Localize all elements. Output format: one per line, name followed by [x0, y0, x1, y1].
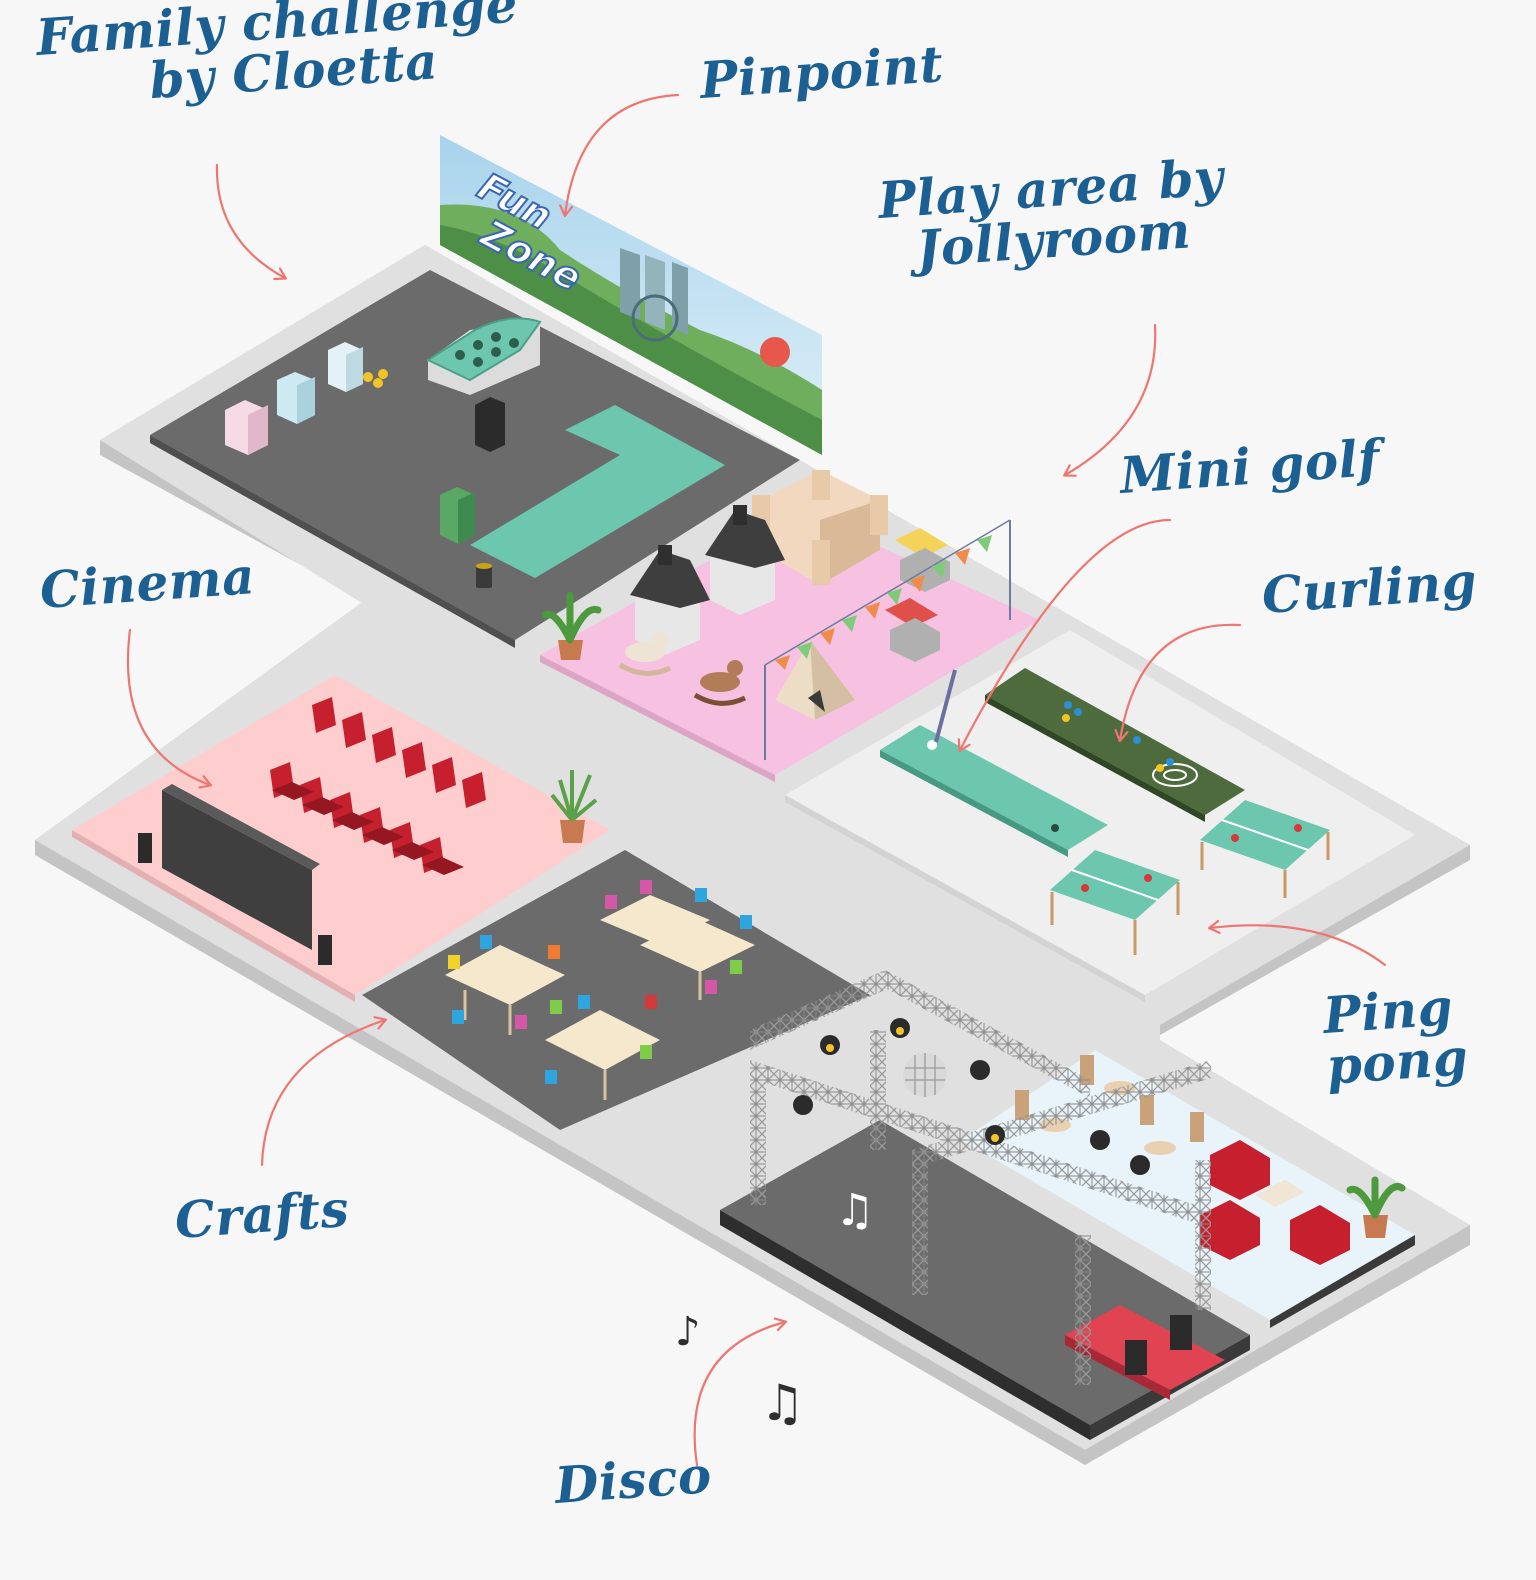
label-crafts: Crafts — [172, 1178, 351, 1250]
kiosk-blue — [277, 372, 315, 424]
music-note-icon: ♫ — [760, 1374, 805, 1432]
house-right — [705, 505, 785, 615]
label-curling-text: Curling — [1259, 551, 1479, 625]
kiosk-light-blue — [328, 342, 363, 392]
label-disco-text: Disco — [552, 1445, 714, 1515]
label-curling: Curling — [1259, 551, 1479, 625]
disco-zone — [720, 970, 1250, 1440]
plant-play — [541, 591, 602, 660]
music-note-icon: ♪ — [675, 1309, 701, 1355]
crafts-zone — [362, 850, 870, 1130]
cinema-seats — [270, 697, 486, 875]
arrow-icon — [260, 1020, 385, 1167]
castle — [752, 470, 888, 585]
pinpoint-board — [425, 317, 542, 452]
label-disco: Disco — [552, 1445, 714, 1515]
svg-text:♫: ♫ — [835, 1185, 874, 1236]
arrow-icon — [1210, 925, 1387, 967]
stall-2 — [885, 598, 940, 662]
label-cinema-text: Cinema — [37, 546, 257, 620]
craft-tables — [445, 895, 755, 1100]
craft-chairs — [448, 880, 752, 1084]
sports-zone — [785, 630, 1415, 1002]
arrow-icon — [215, 163, 285, 278]
armchairs — [1200, 1140, 1350, 1265]
coins — [363, 369, 388, 388]
cinema-zone — [72, 675, 610, 1002]
fun-zone-banner: Fun Zone — [440, 135, 822, 455]
ping-pong-table-2 — [1050, 850, 1180, 955]
kiosk-green — [440, 487, 475, 544]
music-note-icon: ♫ — [835, 1185, 874, 1236]
arrow-icon — [693, 1322, 785, 1467]
plant-lounge — [1346, 1176, 1406, 1238]
house-left — [630, 545, 710, 655]
ping-pong-table-1 — [1200, 800, 1330, 898]
svg-text:♪: ♪ — [675, 1309, 701, 1355]
rocking-horse-1 — [618, 632, 672, 676]
label-ping-pong: Ping pong — [1321, 977, 1471, 1096]
plant-cinema — [550, 770, 598, 843]
arrow-icon — [1065, 323, 1157, 475]
family-challenge-zone — [150, 270, 800, 648]
rocking-horse-2 — [693, 660, 747, 706]
mini-golf-lane — [880, 669, 1108, 857]
bin — [476, 566, 492, 588]
kiosk-pink — [225, 400, 268, 455]
label-play-area: Play area by Jollyroom — [876, 147, 1228, 278]
label-crafts-text: Crafts — [172, 1178, 351, 1250]
svg-text:♫: ♫ — [760, 1374, 805, 1432]
arrow-icon — [960, 518, 1172, 750]
label-ping-pong-line2: pong — [1324, 1027, 1471, 1096]
play-area-zone — [540, 470, 1040, 782]
annotation-arrows — [126, 93, 1387, 1467]
tent — [775, 640, 855, 720]
arrow-icon — [1120, 623, 1242, 740]
arrow-icon — [126, 628, 210, 785]
label-cinema: Cinema — [37, 546, 257, 620]
arrow-icon — [565, 93, 680, 215]
